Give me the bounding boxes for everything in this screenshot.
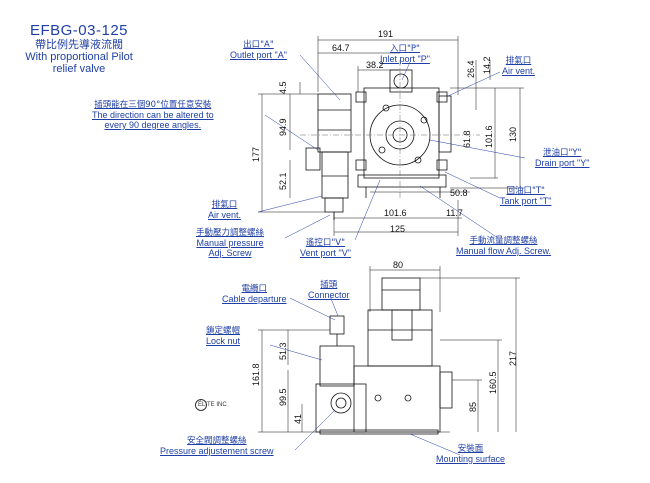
- cable-housing: [381, 277, 421, 311]
- label-manual-flow: 手動流量調整螺絲 Manual flow Adj. Screw.: [456, 236, 552, 256]
- dim-80: 80: [393, 260, 404, 270]
- label-connector: 插頭 Connector: [308, 280, 350, 300]
- label-mounting: 安裝面 Mounting surface: [436, 444, 506, 464]
- dim-130: 130: [508, 126, 518, 142]
- label-direction-note: 插頭能在三個90°位置任意安裝 The direction can be alt…: [92, 100, 214, 130]
- dim-125: 125: [390, 224, 406, 234]
- pilot-solenoid-body: [317, 93, 352, 153]
- model-number: EFBG-03-125: [29, 22, 129, 39]
- dim-26-4: 26.4: [466, 60, 476, 78]
- dim-191: 191: [378, 29, 394, 39]
- dim-94-9: 94.9: [278, 118, 288, 136]
- dim-14-2: 14.2: [482, 56, 492, 74]
- label-drain-y: 泄油口"Y" Drain port "Y": [535, 148, 590, 168]
- title-zh: 帶比例先導液流閥: [35, 39, 123, 51]
- dim-64-7: 64.7: [332, 43, 350, 53]
- label-lock-nut: 鎖定螺帽 Lock nut: [206, 326, 241, 346]
- dim-217: 217: [508, 350, 518, 366]
- logo-mark: [195, 399, 207, 411]
- dim-4-5: 4.5: [278, 81, 288, 94]
- dim-52-1: 52.1: [278, 172, 288, 190]
- main-valve-body: [363, 87, 440, 179]
- dim-101-6h: 101.6: [384, 208, 407, 218]
- dim-50-8: 50.8: [450, 188, 468, 198]
- dim-51-3: 51.3: [278, 342, 288, 360]
- label-manual-pressure: 手動壓力調整螺絲 Manual pressure Adj. Screw: [196, 228, 265, 258]
- label-outlet-a: 出口"A" Outlet port "A": [230, 40, 287, 60]
- label-cable: 電纜口 Cable departure: [222, 284, 287, 304]
- dim-38-2: 38.2: [366, 60, 384, 70]
- label-inlet-p: 入口"P" Inlet port "P": [380, 44, 430, 64]
- label-tank-t: 回油口"T" Tank port "T": [500, 186, 552, 206]
- dim-99-5: 99.5: [278, 388, 288, 406]
- dim-161-8: 161.8: [251, 363, 261, 386]
- label-air-vent-top: 排氣口 Air vent.: [502, 56, 536, 76]
- title-en-line2: relief valve: [52, 63, 106, 75]
- dim-177: 177: [251, 146, 261, 162]
- title-block: EFBG-03-125 帶比例先導液流閥 With proportional P…: [14, 22, 144, 75]
- dim-85: 85: [468, 401, 478, 412]
- title-en-line1: With proportional Pilot: [25, 51, 133, 63]
- dim-160-5: 160.5: [488, 371, 498, 394]
- connector-box: [305, 147, 321, 171]
- logo-text: ÉLITE INC: [198, 402, 227, 408]
- pilot-solenoid-lower: [321, 151, 349, 199]
- main-lower-block: [353, 365, 441, 433]
- label-vent-v: 遙控口"V" Vent port "V": [300, 238, 351, 258]
- dim-61-8: 61.8: [462, 130, 472, 148]
- dim-11-7: 11.7: [446, 208, 463, 218]
- dim-101-6v: 101.6: [484, 125, 494, 148]
- dim-41: 41: [293, 413, 303, 424]
- label-pressure-adj: 安全閥調整螺絲 Pressure adjustement screw: [160, 436, 274, 456]
- label-air-vent-left: 排氣口 Air vent.: [208, 200, 242, 220]
